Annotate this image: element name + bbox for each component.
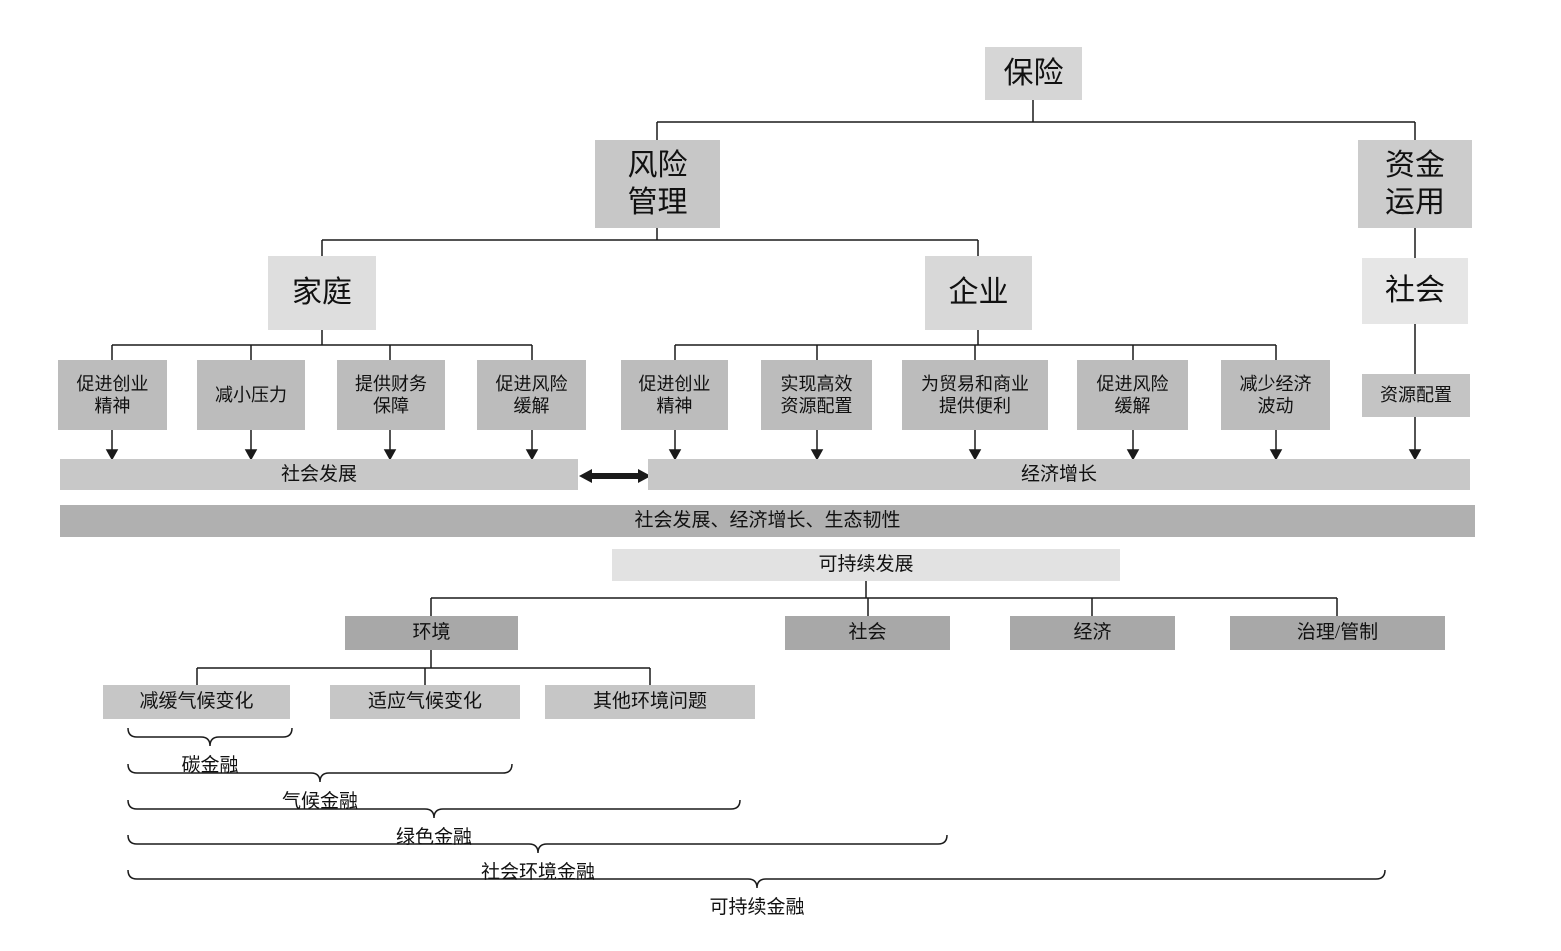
node-enterprise-reduce-volatility: 减少经济 波动	[1221, 360, 1330, 430]
node-risk-management: 风险 管理	[595, 140, 720, 228]
node-enterprise-resource-allocation: 实现高效 资源配置	[761, 360, 872, 430]
brace-green-finance	[127, 799, 741, 819]
node-capital-resource-allocation: 资源配置	[1362, 374, 1470, 417]
node-household: 家庭	[268, 256, 376, 330]
brace-social-environmental-finance	[127, 834, 948, 854]
node-other-environmental-issues: 其他环境问题	[545, 685, 755, 719]
brace-carbon-finance	[127, 727, 293, 747]
node-society-capital: 社会	[1362, 258, 1468, 324]
bar-sustainable-development: 可持续发展	[612, 549, 1120, 581]
node-society-pillar: 社会	[785, 616, 950, 650]
node-climate-adaptation: 适应气候变化	[330, 685, 520, 719]
node-insurance: 保险	[985, 47, 1082, 100]
node-environment-pillar: 环境	[345, 616, 518, 650]
node-household-reduce-stress: 减小压力	[197, 360, 305, 430]
label-sustainable-finance: 可持续金融	[709, 897, 805, 918]
node-governance-pillar: 治理/管制	[1230, 616, 1445, 650]
label-carbon-finance: 碳金融	[181, 755, 239, 776]
node-enterprise-trade-facilitation: 为贸易和商业 提供便利	[902, 360, 1048, 430]
node-economy-pillar: 经济	[1010, 616, 1175, 650]
label-climate-finance: 气候金融	[281, 791, 359, 812]
node-capital-utilization: 资金 运用	[1358, 140, 1472, 228]
node-household-entrepreneurship: 促进创业 精神	[58, 360, 167, 430]
bar-social-development: 社会发展	[60, 459, 578, 490]
label-social-environmental-finance: 社会环境金融	[480, 862, 596, 883]
node-enterprise-risk-mitigation: 促进风险 缓解	[1077, 360, 1188, 430]
brace-sustainable-finance	[127, 869, 1386, 889]
node-enterprise: 企业	[925, 256, 1032, 330]
node-enterprise-entrepreneurship: 促进创业 精神	[621, 360, 728, 430]
label-green-finance: 绿色金融	[395, 827, 473, 848]
bar-economic-growth: 经济增长	[648, 459, 1470, 490]
down-arrow-icons	[105, 417, 1422, 461]
double-arrow-icon	[579, 469, 651, 483]
node-household-risk-mitigation: 促进风险 缓解	[477, 360, 586, 430]
tree-lines	[111, 100, 1416, 685]
bar-combined-outcomes: 社会发展、经济增长、生态韧性	[60, 505, 1475, 537]
brace-icons	[127, 727, 1386, 889]
brace-climate-finance	[127, 763, 513, 783]
node-household-financial-protection: 提供财务 保障	[337, 360, 445, 430]
node-climate-mitigation: 减缓气候变化	[103, 685, 290, 719]
